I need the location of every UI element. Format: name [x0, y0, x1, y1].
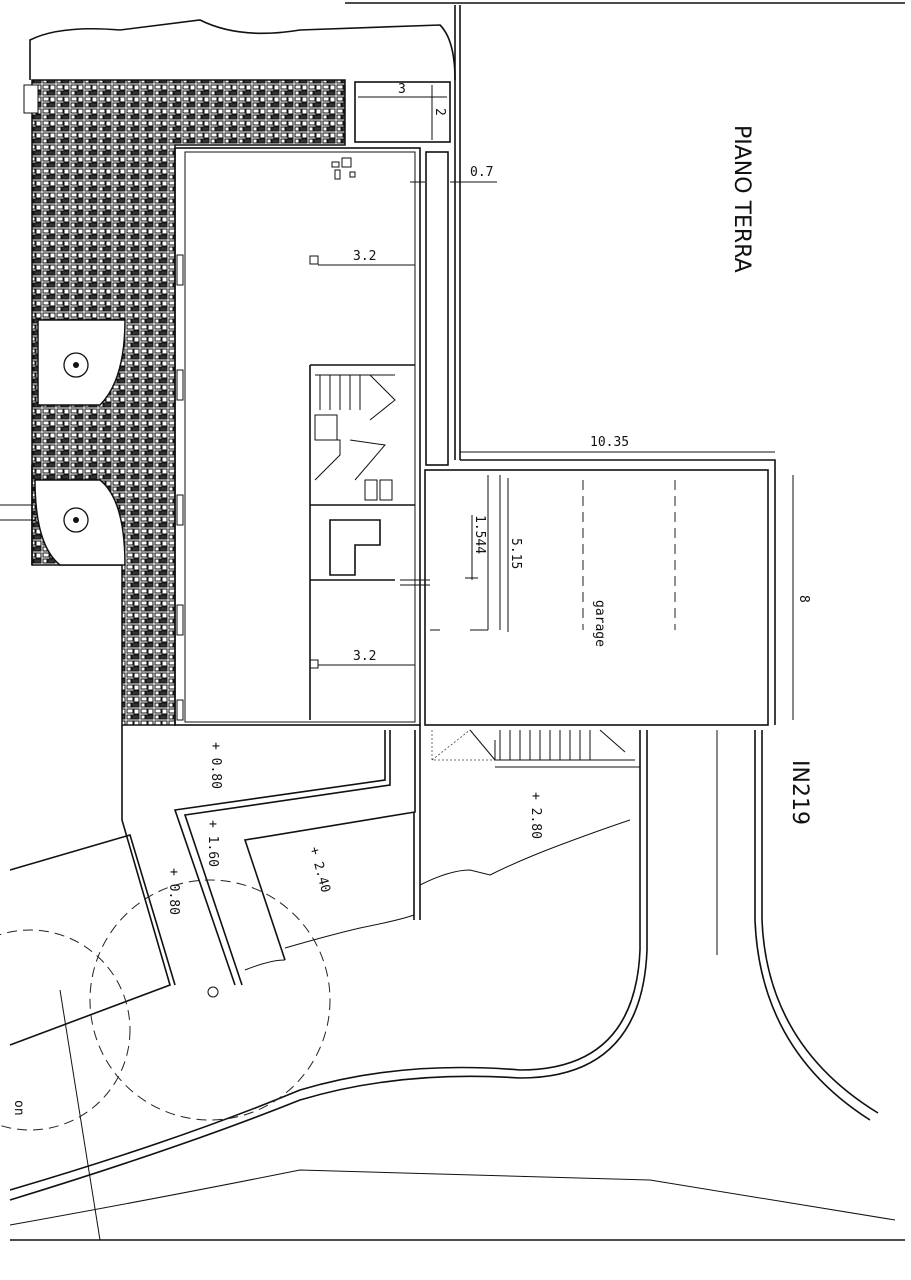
dim-room-top: 3.2	[353, 249, 376, 264]
dim-box-width: 3	[398, 82, 406, 97]
terrace-outline	[29, 19, 456, 81]
dimension-lines	[318, 181, 794, 720]
level-label: + 1.60	[205, 820, 220, 867]
garage-outer-wall	[460, 459, 776, 725]
dim-garage-length: 10.35	[590, 435, 629, 450]
tree-trunk	[207, 986, 219, 998]
plan-title: PIANO TERRA	[729, 125, 754, 273]
dim-box-height: 2	[432, 108, 447, 116]
level-label: + 0.80	[166, 868, 181, 915]
dim-corridor: 0.7	[470, 165, 493, 180]
level-label: + 2.40	[306, 845, 333, 894]
fixtures	[309, 157, 356, 669]
tree-canopy	[89, 879, 331, 1121]
planter-bottom	[34, 479, 126, 566]
corridor-wall	[425, 151, 449, 466]
house-outer-wall	[174, 147, 421, 726]
tree-canopy	[0, 929, 131, 1131]
stair-top	[314, 374, 396, 501]
planter-top	[37, 319, 126, 406]
dim-garage-depth: 8	[796, 595, 811, 603]
corner-label: on	[11, 1100, 26, 1116]
dim-room-bottom: 3.2	[353, 649, 376, 664]
window-marks	[176, 254, 184, 721]
dim-passage: 1.544	[472, 515, 487, 554]
gate-post	[23, 84, 39, 114]
internal-walls	[309, 364, 415, 720]
garage-wall	[424, 469, 769, 726]
lower-terrace-walls	[9, 725, 640, 1046]
storage-box	[354, 81, 451, 143]
driveway-curves	[9, 730, 896, 1241]
level-label: + 0.80	[208, 742, 223, 789]
garage-label: garage	[592, 600, 607, 647]
level-label: + 2.80	[528, 792, 543, 839]
road-label: IN219	[787, 760, 812, 825]
dim-garage-inner: 5.15	[508, 538, 523, 569]
